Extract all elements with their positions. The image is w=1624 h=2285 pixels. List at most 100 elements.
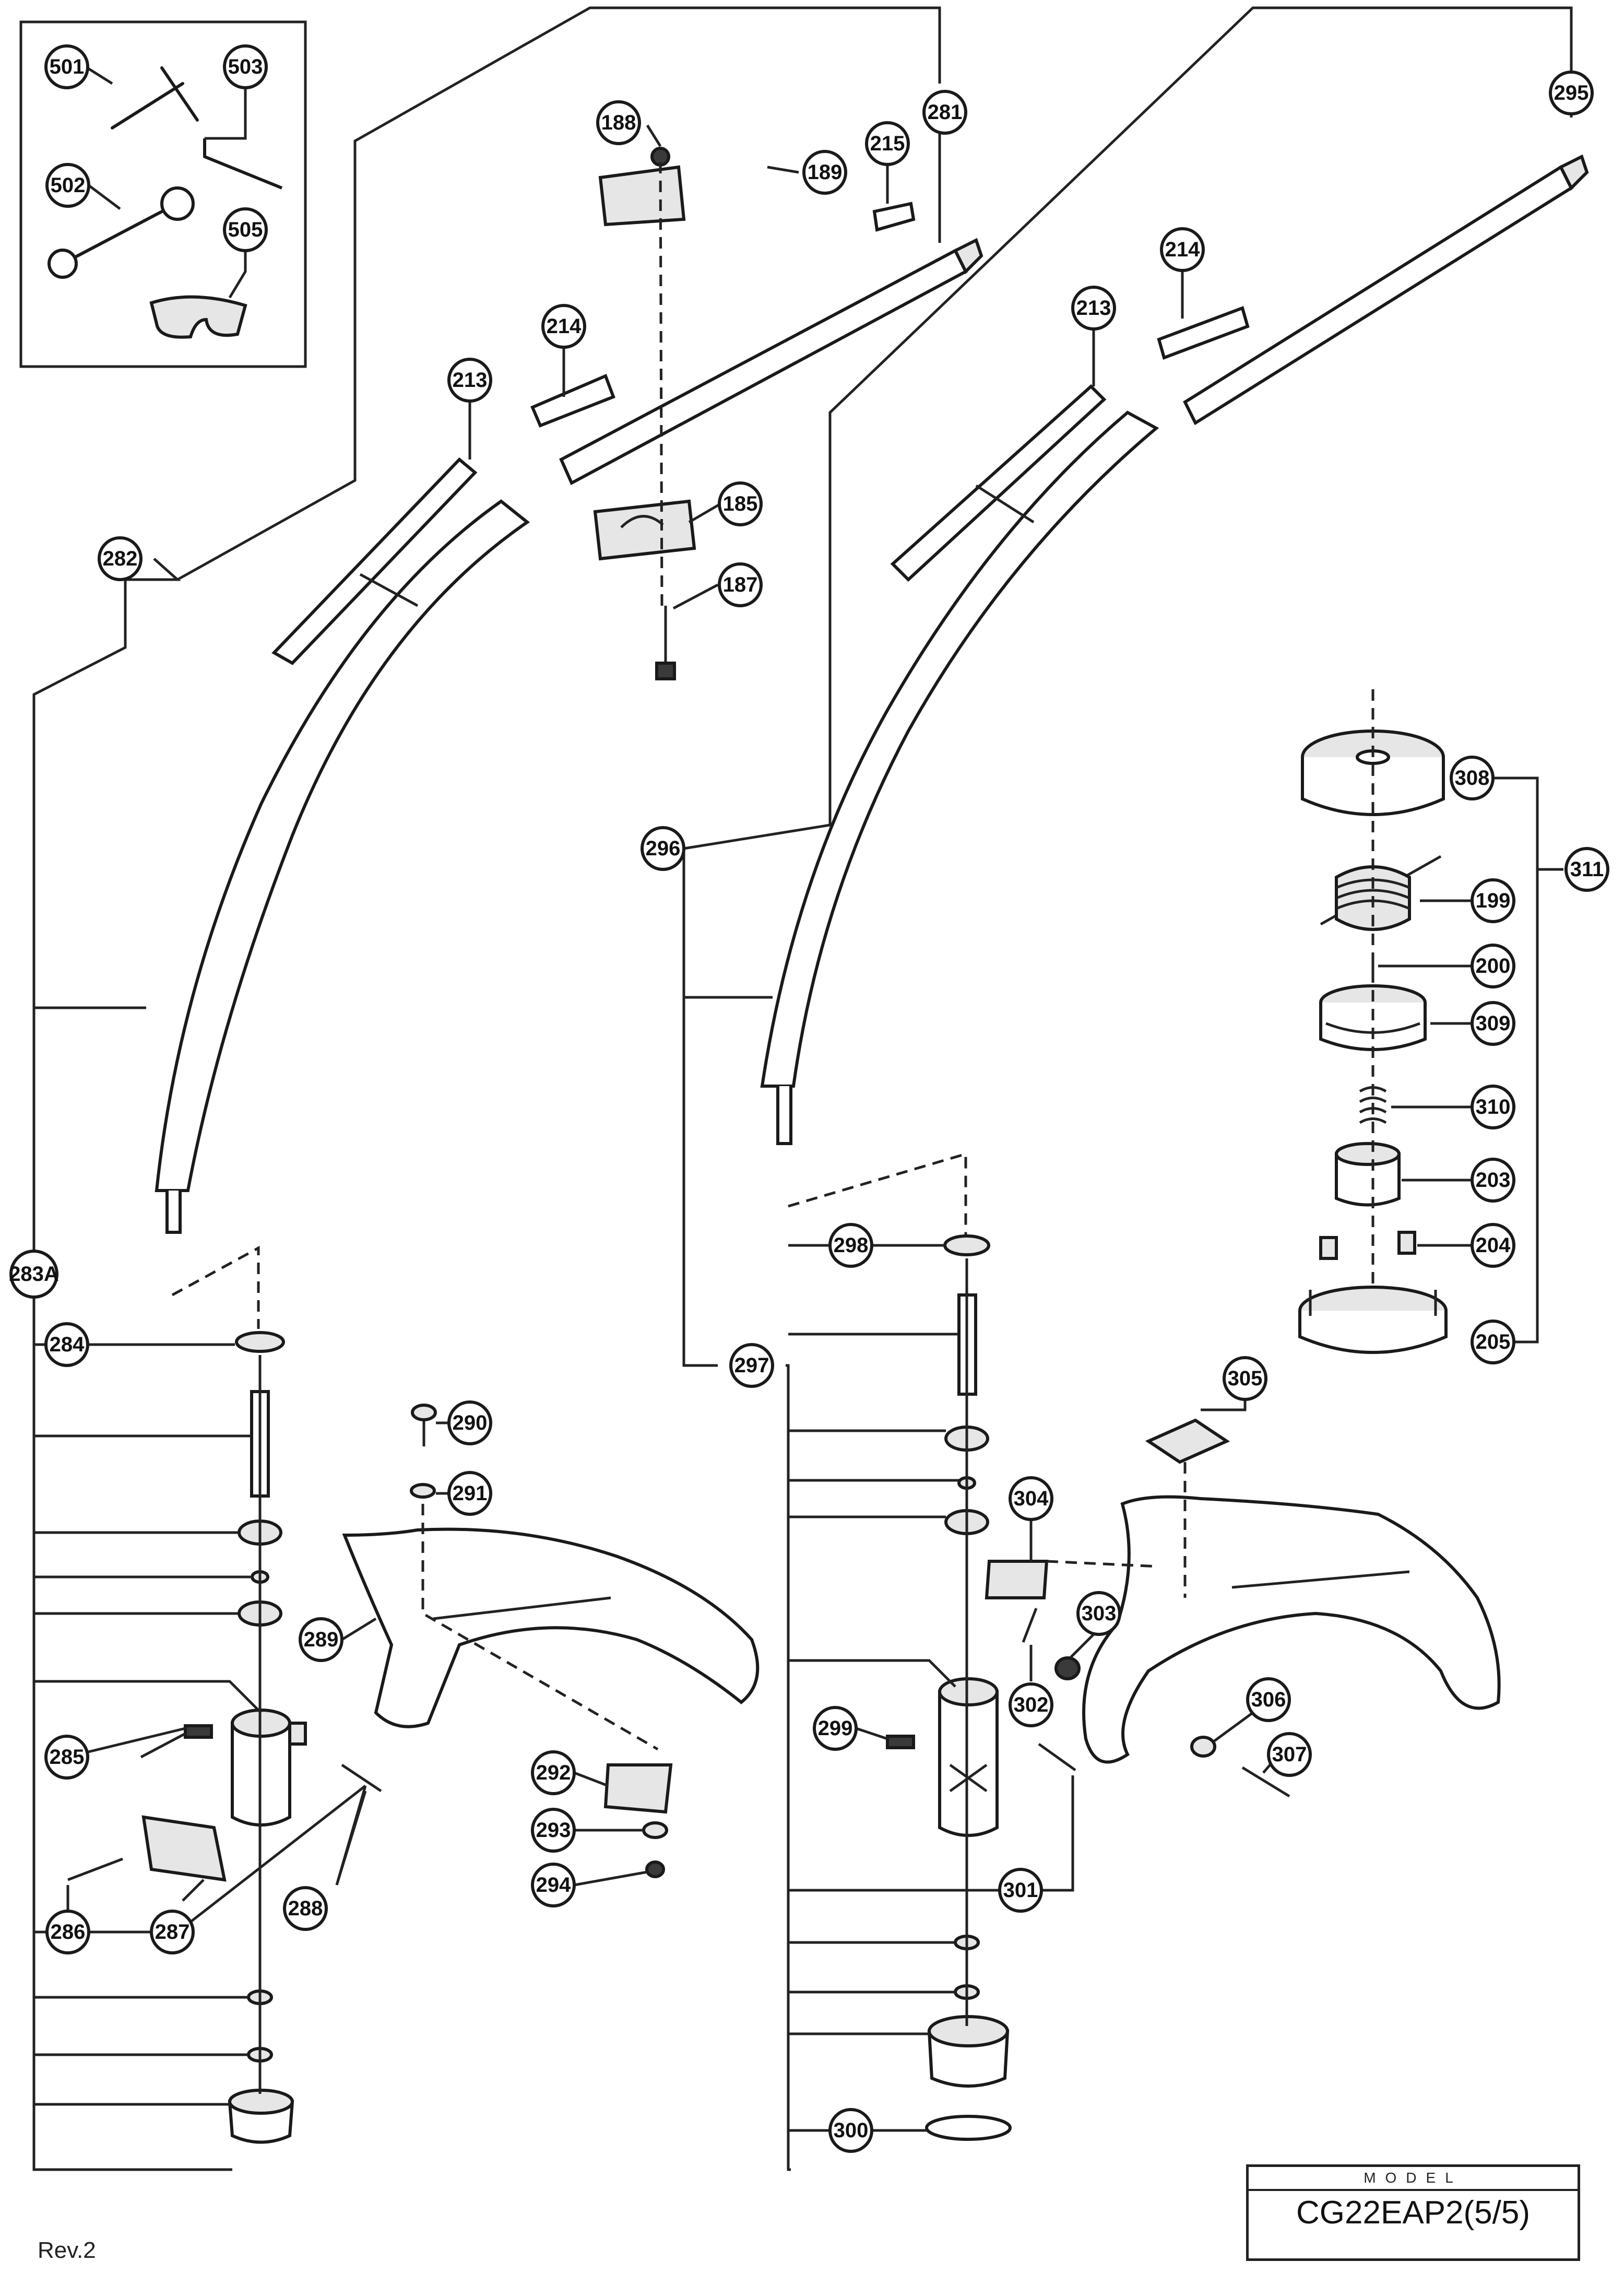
- callout-215: 215: [865, 121, 910, 166]
- knob-203: [1335, 1142, 1401, 1207]
- left-shaft-tube: [155, 499, 530, 1234]
- svg-text:503: 503: [228, 55, 263, 78]
- gearcase-left: [231, 1709, 307, 1827]
- callout-306: 306: [1246, 1677, 1291, 1722]
- washer-284: [235, 1331, 285, 1353]
- callout-298: 298: [828, 1223, 873, 1268]
- double-ended-spanner: [48, 186, 195, 279]
- revision-label: Rev.2: [38, 2237, 96, 2263]
- cup-left: [228, 2089, 294, 2144]
- callout-205: 205: [1471, 1320, 1515, 1364]
- callout-213a: 213: [447, 358, 492, 403]
- callout-199: 199: [1471, 878, 1515, 923]
- callout-310: 310: [1471, 1085, 1515, 1129]
- callout-282: 282: [98, 536, 143, 581]
- svg-text:300: 300: [834, 2119, 869, 2142]
- callout-188: 188: [596, 100, 641, 145]
- callout-302: 302: [1009, 1682, 1053, 1727]
- svg-text:303: 303: [1082, 1602, 1117, 1625]
- right-shaft-tube: [760, 410, 1159, 1145]
- bolt-286: [67, 1857, 123, 1881]
- left-grip-213a: [271, 457, 478, 665]
- washer-293: [642, 1821, 668, 1839]
- svg-text:311: 311: [1570, 858, 1604, 881]
- accessory-kit-frame: [19, 20, 307, 368]
- callout-292: 292: [531, 1750, 576, 1795]
- callout-285: 285: [44, 1735, 89, 1780]
- guard-289-dash: [421, 1504, 659, 1751]
- svg-text:285: 285: [50, 1746, 85, 1769]
- svg-text:301: 301: [1003, 1879, 1038, 1902]
- callout-503: 503: [223, 44, 268, 89]
- callout-286: 286: [45, 1910, 90, 1954]
- hex-key: [203, 138, 283, 190]
- model-code: CG22EAP2(5/5): [1296, 2195, 1530, 2231]
- leader-lines: [32, 6, 1573, 2171]
- svg-text:284: 284: [50, 1333, 85, 1356]
- svg-text:200: 200: [1476, 955, 1511, 977]
- svg-text:187: 187: [723, 573, 758, 596]
- collar-303: [1054, 1656, 1081, 1680]
- model-label: MODEL: [1249, 2167, 1578, 2191]
- callout-284: 284: [44, 1322, 89, 1367]
- callout-185: 185: [718, 481, 763, 526]
- callout-293: 293: [531, 1808, 576, 1853]
- callout-303: 303: [1076, 1591, 1121, 1636]
- svg-text:213: 213: [453, 369, 488, 392]
- callout-213b: 213: [1071, 286, 1116, 331]
- callout-287: 287: [150, 1910, 195, 1954]
- callout-311: 311: [1564, 847, 1609, 892]
- callout-200: 200: [1471, 944, 1515, 988]
- svg-text:310: 310: [1476, 1096, 1511, 1118]
- bolt-307: [1241, 1766, 1290, 1798]
- svg-text:302: 302: [1014, 1693, 1049, 1716]
- callout-203: 203: [1471, 1158, 1515, 1203]
- callout-502: 502: [45, 163, 90, 208]
- handle-center-line: [659, 161, 663, 606]
- washer-306: [1190, 1736, 1216, 1758]
- callout-289: 289: [299, 1617, 343, 1662]
- callout-300: 300: [828, 2108, 873, 2153]
- svg-text:286: 286: [51, 1921, 86, 1944]
- svg-text:188: 188: [601, 111, 636, 134]
- callout-288: 288: [283, 1886, 328, 1931]
- svg-text:505: 505: [228, 218, 263, 241]
- callout-294: 294: [531, 1863, 576, 1907]
- callout-307: 307: [1267, 1732, 1312, 1777]
- svg-text:299: 299: [818, 1717, 853, 1740]
- svg-text:205: 205: [1476, 1330, 1511, 1353]
- svg-text:309: 309: [1476, 1012, 1511, 1035]
- svg-text:307: 307: [1272, 1743, 1307, 1766]
- callout-308: 308: [1450, 756, 1495, 800]
- grip-sleeve-215: [872, 202, 916, 232]
- callout-505: 505: [223, 207, 268, 252]
- svg-text:298: 298: [834, 1234, 869, 1257]
- upper-shaft-right: [1183, 154, 1589, 426]
- svg-text:189: 189: [808, 161, 843, 184]
- bolt-301: [1038, 1742, 1076, 1772]
- callout-281: 281: [922, 90, 967, 135]
- svg-text:295: 295: [1554, 81, 1589, 104]
- callout-291: 291: [447, 1471, 492, 1516]
- guard-label-305: [1145, 1418, 1230, 1464]
- callout-295: 295: [1549, 70, 1594, 115]
- svg-text:203: 203: [1476, 1169, 1511, 1192]
- housing-205: [1298, 1286, 1448, 1354]
- svg-text:294: 294: [536, 1874, 571, 1897]
- washer-291: [410, 1483, 436, 1499]
- callout-501: 501: [44, 44, 89, 89]
- svg-text:290: 290: [453, 1411, 488, 1434]
- svg-text:306: 306: [1251, 1688, 1286, 1711]
- svg-text:292: 292: [536, 1761, 571, 1784]
- callout-214a: 214: [541, 304, 586, 349]
- svg-text:289: 289: [304, 1628, 339, 1651]
- svg-text:214: 214: [1165, 238, 1200, 261]
- callout-305: 305: [1223, 1356, 1267, 1401]
- left-shaft-joint-dash: [171, 1245, 260, 1329]
- svg-text:297: 297: [734, 1354, 769, 1377]
- svg-text:502: 502: [51, 174, 86, 197]
- svg-text:305: 305: [1228, 1367, 1263, 1390]
- grip-sleeve-214a: [530, 374, 615, 428]
- grip-sleeve-214b: [1157, 306, 1250, 360]
- guard-bracket-287: [141, 1815, 227, 1882]
